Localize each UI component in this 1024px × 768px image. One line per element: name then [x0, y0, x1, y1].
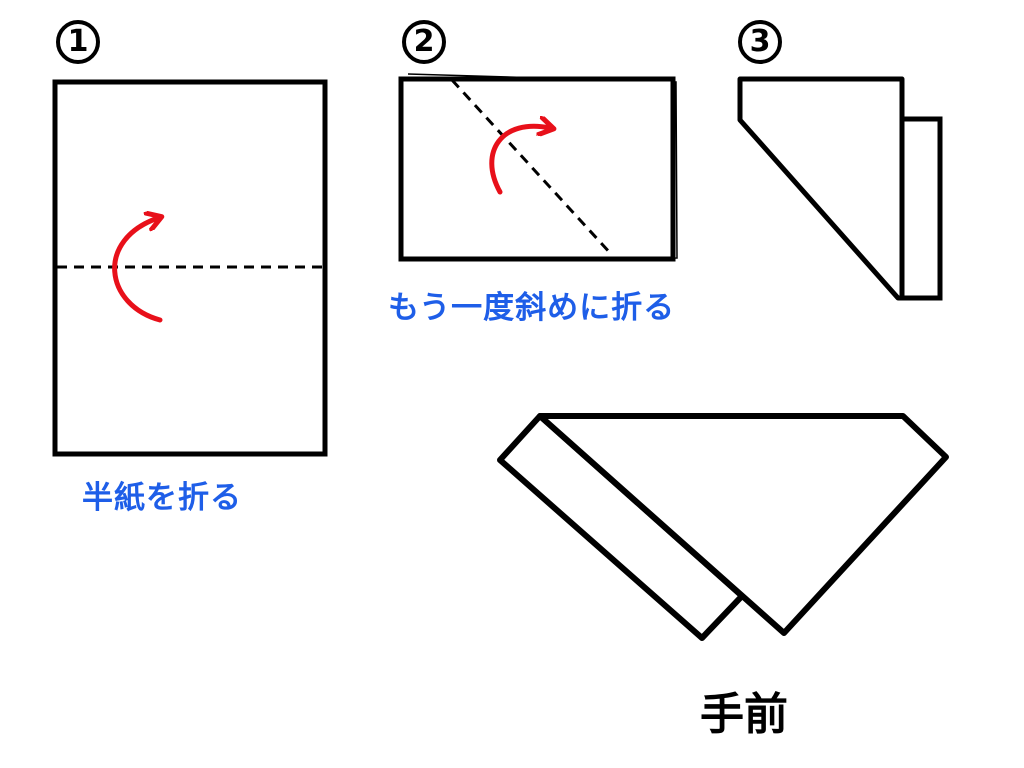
step-1-fold-arrow — [112, 218, 160, 323]
step-1-number: 1 — [56, 20, 100, 64]
step-2-caption: もう一度斜めに折る — [388, 290, 676, 326]
step-3-shape — [737, 76, 943, 301]
step-2-sheet — [398, 73, 678, 262]
step-3-number: 3 — [738, 20, 782, 64]
final-label: 手前 — [700, 689, 788, 740]
step-2-fold-line — [450, 78, 614, 257]
step-1-caption: 半紙を折る — [82, 480, 242, 516]
step-2-fold-arrow — [489, 126, 550, 195]
final-shape — [497, 413, 949, 641]
step-2-number: 2 — [402, 20, 446, 64]
step-1-sheet — [52, 79, 328, 457]
